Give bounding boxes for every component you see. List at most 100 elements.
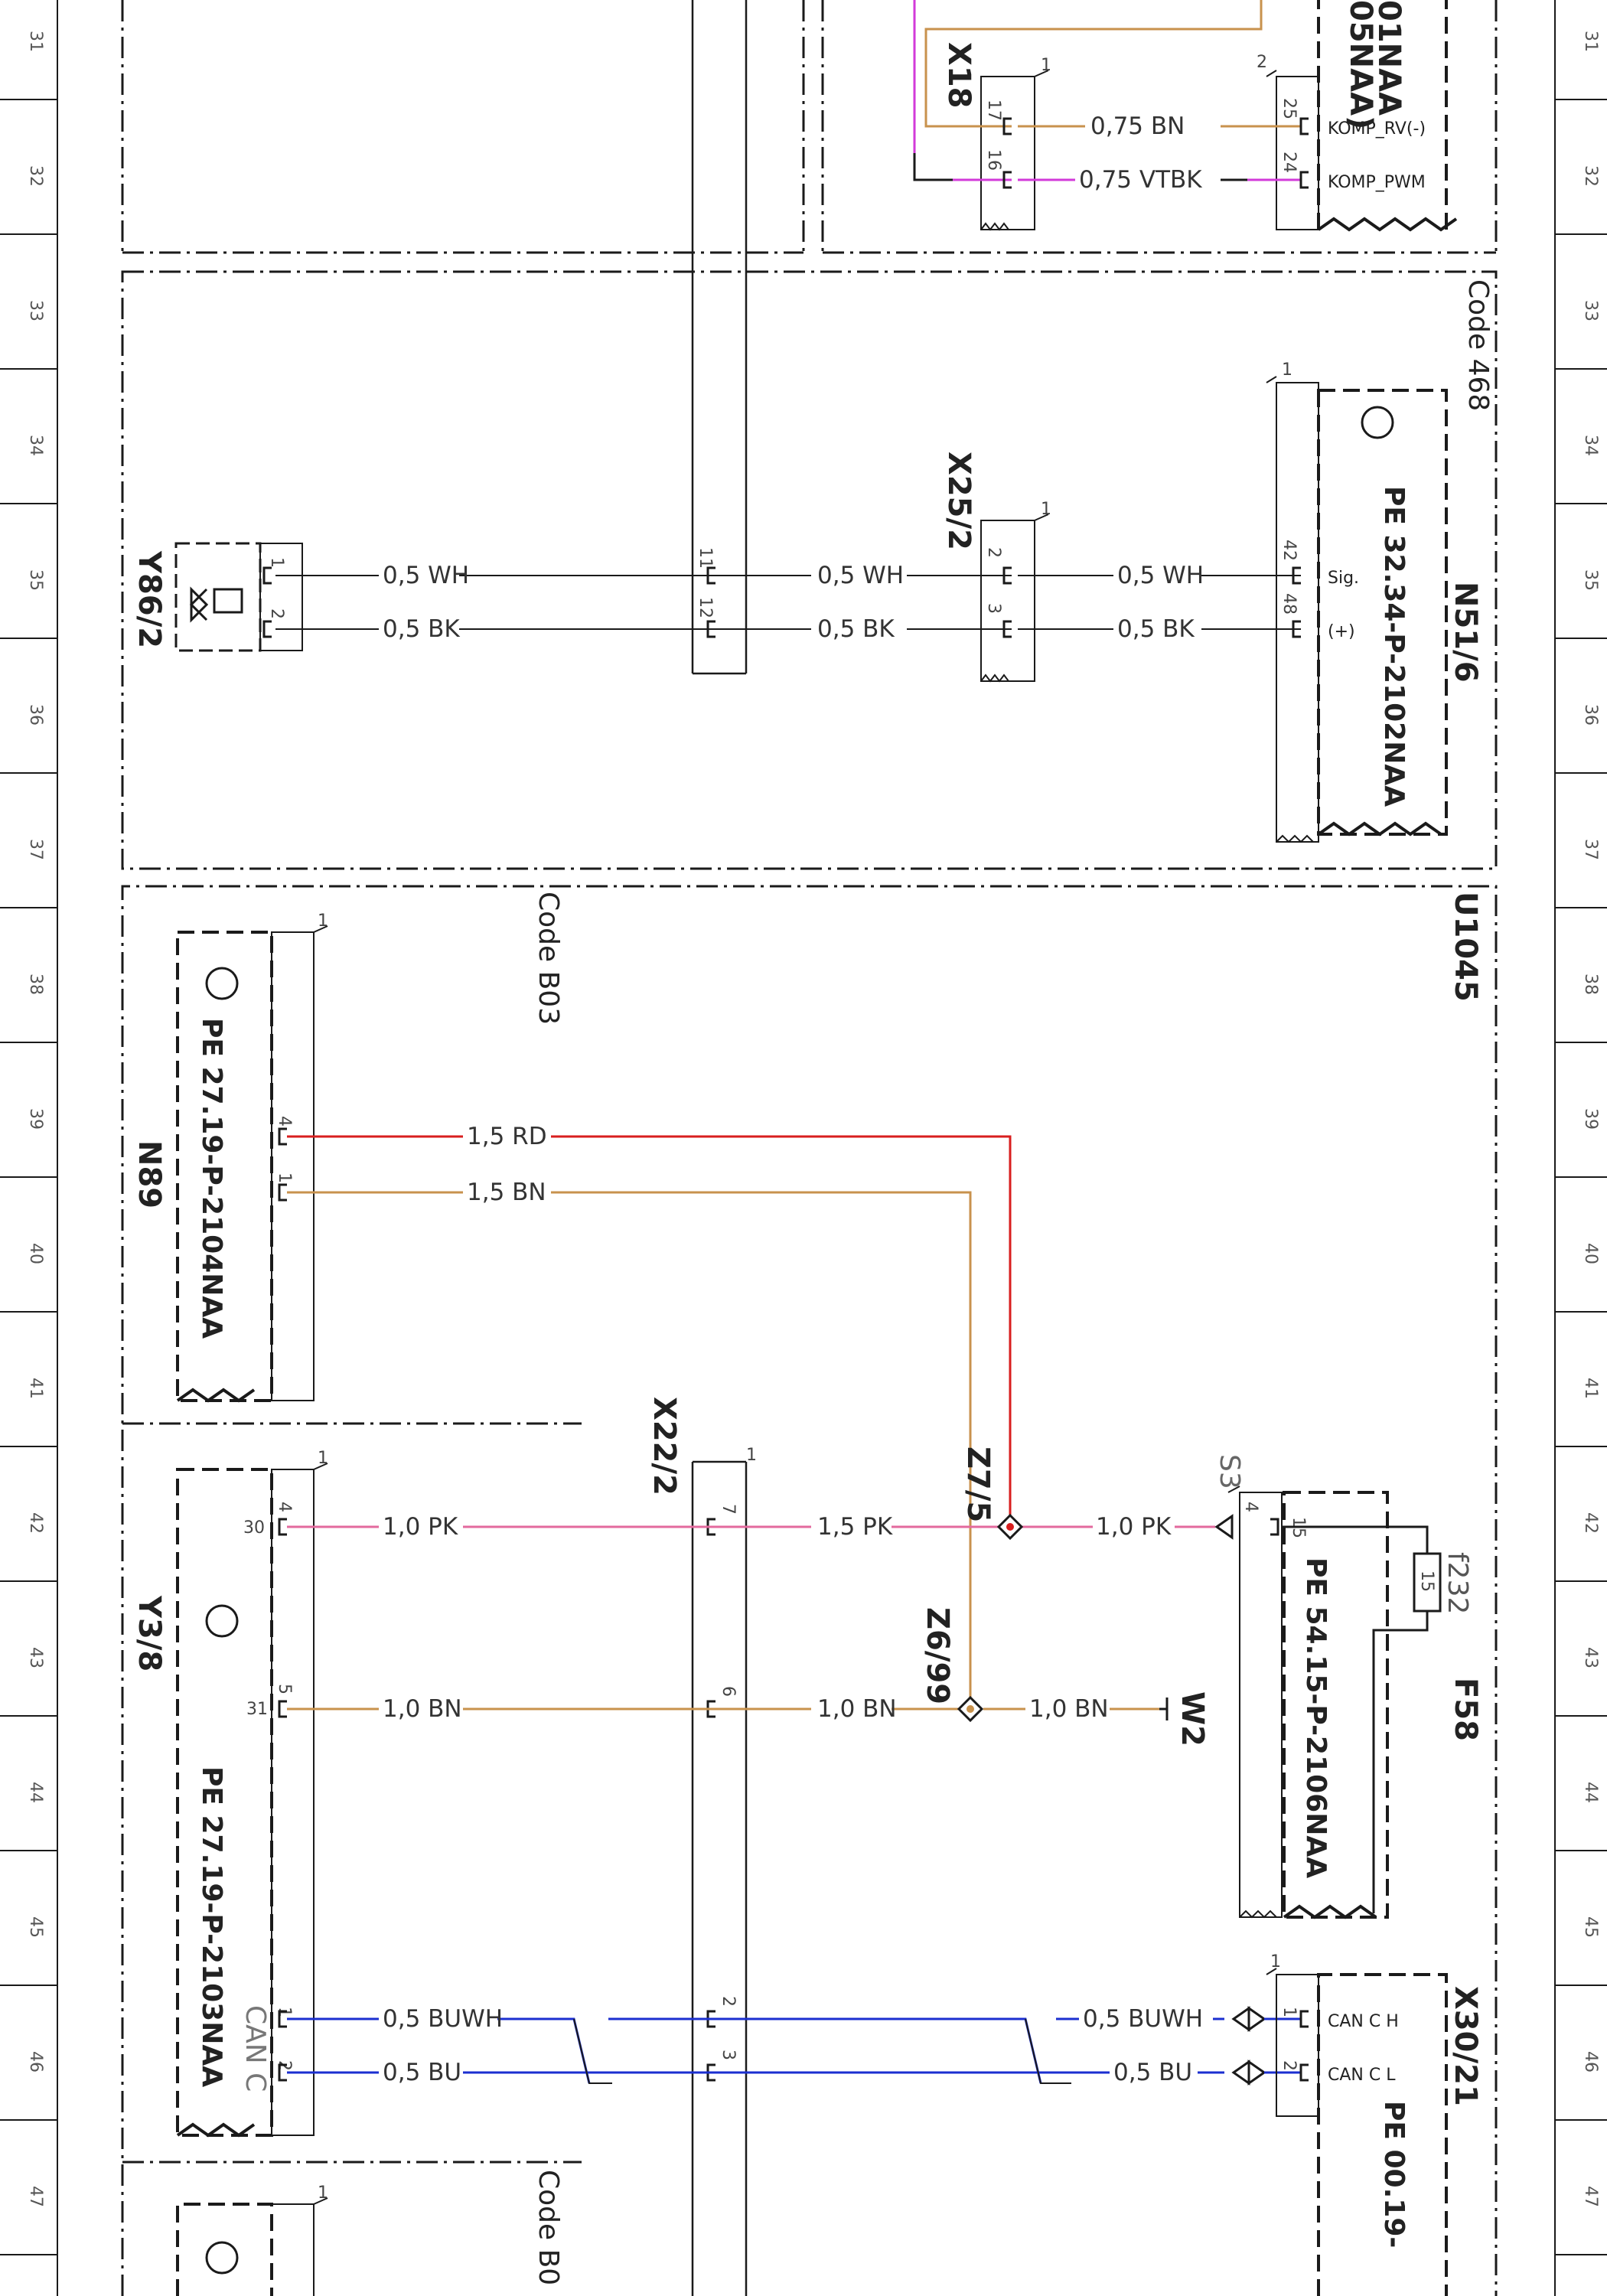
x25-2-label: X25/2	[941, 452, 976, 550]
x25-2-pin-2: 2	[984, 547, 1003, 558]
grid-number: 44	[1581, 1782, 1600, 1803]
grid-number: 43	[1581, 1647, 1600, 1668]
x22-2-pin-2: 2	[719, 1996, 738, 2007]
wire-label-pk-3: 1,0 PK	[1096, 1513, 1172, 1541]
wire-label-buwh-1: 0,5 BUWH	[383, 2005, 503, 2033]
splice-z6-99	[957, 1695, 984, 1723]
module-pin-24: 24	[1279, 152, 1299, 173]
section-y3-8: Y3/8 PE 27.19-P-2103NAA 1 30 31 4 5 CAN …	[132, 1397, 1483, 2296]
f58-pe-ref: PE 54.15-P-2106NAA	[1300, 1557, 1332, 1878]
grid-number: 33	[26, 300, 45, 321]
y3-8-pin-5: 5	[275, 1684, 294, 1694]
grid-number: 38	[1581, 974, 1600, 995]
grid-number: 46	[26, 2051, 45, 2073]
signal-sig: Sig.	[1328, 569, 1359, 588]
x18-pin-17: 17	[984, 99, 1003, 121]
signal-komp-pwm: KOMP_PWM	[1328, 173, 1426, 192]
y3-8-label: Y3/8	[132, 1595, 167, 1671]
n89-label: N89	[132, 1140, 167, 1208]
wire-label-bn-3: 1,0 BN	[1029, 1695, 1109, 1723]
n51-6-pin-one: 1	[1282, 360, 1292, 380]
grid-number: 31	[1581, 31, 1600, 52]
section-code-b03: Code B03 U1045 N89 PE 27.19-P-2104NAA 1 …	[132, 892, 1483, 1711]
grid-number: 37	[1581, 839, 1600, 860]
wire-bn-b03	[287, 1191, 972, 1711]
left-grid-rail	[57, 0, 1556, 2296]
n89-transistor-icon	[205, 967, 239, 1000]
grid-number: 44	[26, 1782, 45, 1803]
x30-21-pin-2: 2	[1279, 2060, 1299, 2071]
z6-99-label: Z6/99	[920, 1607, 955, 1704]
x30-21-pe-ref: PE 00.19-	[1378, 2101, 1410, 2248]
wire-rd	[287, 1135, 1012, 1525]
bottom-pin-one: 1	[318, 2183, 328, 2203]
grid-number: 40	[26, 1243, 45, 1264]
bottom-transistor-icon	[205, 2241, 239, 2275]
grid-number: 34	[1581, 435, 1600, 456]
grid-number: 32	[1581, 165, 1600, 187]
grid-number: 34	[26, 435, 45, 456]
x22-2-pin-7: 7	[719, 1504, 738, 1515]
wire-top-bn	[924, 0, 1301, 128]
module-partial-1: 01NAA	[1371, 0, 1407, 116]
section-bottom: Code B0 1	[176, 2170, 564, 2296]
wire-label-bn-1: 1,0 BN	[383, 1695, 462, 1723]
separation-bus	[691, 0, 748, 2296]
x30-21-label: X30/21	[1448, 1986, 1483, 2106]
f58-pin-4: 4	[1241, 1502, 1260, 1512]
wire-wh-3: 0,5 WH	[1117, 562, 1204, 589]
n51-6-pin-42: 42	[1279, 540, 1299, 561]
x18-label: X18	[941, 42, 976, 109]
x25-2-pin-one: 1	[1041, 500, 1051, 519]
grid-number: 35	[1581, 569, 1600, 591]
wire-label-pk-2: 1,5 PK	[817, 1513, 893, 1541]
y86-2-label: Y86/2	[132, 550, 167, 648]
y3-8-pin-30: 30	[243, 1518, 265, 1538]
wire-label-buwh-2: 0,5 BUWH	[1083, 2005, 1203, 2033]
top-section: X18 1 2 01NAA 05NAA) 0,75 BN 0,75 VTBK 1…	[913, 0, 1458, 232]
grid-number: 42	[1581, 1512, 1600, 1534]
wires-468	[275, 575, 1301, 630]
section-borders	[121, 0, 1498, 2296]
module-partial-2: 05NAA)	[1343, 0, 1378, 129]
ground-icon	[1159, 1698, 1169, 1720]
n89-pin-one: 1	[318, 912, 328, 931]
n89-pe-ref: PE 27.19-P-2104NAA	[196, 1018, 227, 1339]
n89-pin-1: 1	[275, 1172, 294, 1183]
y86-2-pin-2: 2	[267, 608, 286, 619]
wire-wh-2: 0,5 WH	[817, 562, 904, 589]
x22-2-pin-one: 1	[746, 1446, 757, 1465]
wire-wh-1: 0,5 WH	[383, 562, 469, 589]
can-connector-symbols	[1231, 2006, 1266, 2086]
y3-8-pin-31: 31	[246, 1700, 268, 1719]
grid-number: 36	[1581, 704, 1600, 726]
grid-number: 41	[1581, 1378, 1600, 1399]
y3-8-pe-ref: PE 27.19-P-2103NAA	[196, 1766, 227, 2087]
f58-label: F58	[1448, 1678, 1483, 1741]
code-b03-label: Code B03	[533, 892, 564, 1025]
y3-8-pin-one: 1	[318, 1449, 328, 1468]
signal-can-c-h: CAN C H	[1328, 2012, 1399, 2031]
x25-2-pin-3: 3	[984, 603, 1003, 614]
grid-number: 47	[1581, 2186, 1600, 2207]
x30-21-pin-one: 1	[1270, 1952, 1281, 1971]
x22-2-label: X22/2	[647, 1397, 682, 1495]
module-pin-25: 25	[1279, 98, 1299, 119]
x18-pin-16: 16	[984, 149, 1003, 171]
wire-label-bn: 1,5 BN	[467, 1179, 546, 1206]
z7-5-label: Z7/5	[960, 1446, 996, 1522]
grid-number: 40	[1581, 1243, 1600, 1264]
signal-can-c-l: CAN C L	[1328, 2066, 1396, 2085]
wire-bk-1: 0,5 BK	[383, 615, 460, 643]
s3-connector-icon	[1214, 1514, 1234, 1540]
x22-2-pin-3: 3	[719, 2050, 738, 2060]
valve-icon	[174, 542, 303, 652]
splice-z7-5	[996, 1513, 1024, 1541]
signal-komp-rv: KOMP_RV(-)	[1328, 119, 1426, 139]
grid-number: 38	[26, 974, 45, 995]
grid-number: 43	[26, 1647, 45, 1668]
wire-label-bu-2: 0,5 BU	[1113, 2059, 1192, 2086]
wire-bk-3: 0,5 BK	[1117, 615, 1195, 643]
